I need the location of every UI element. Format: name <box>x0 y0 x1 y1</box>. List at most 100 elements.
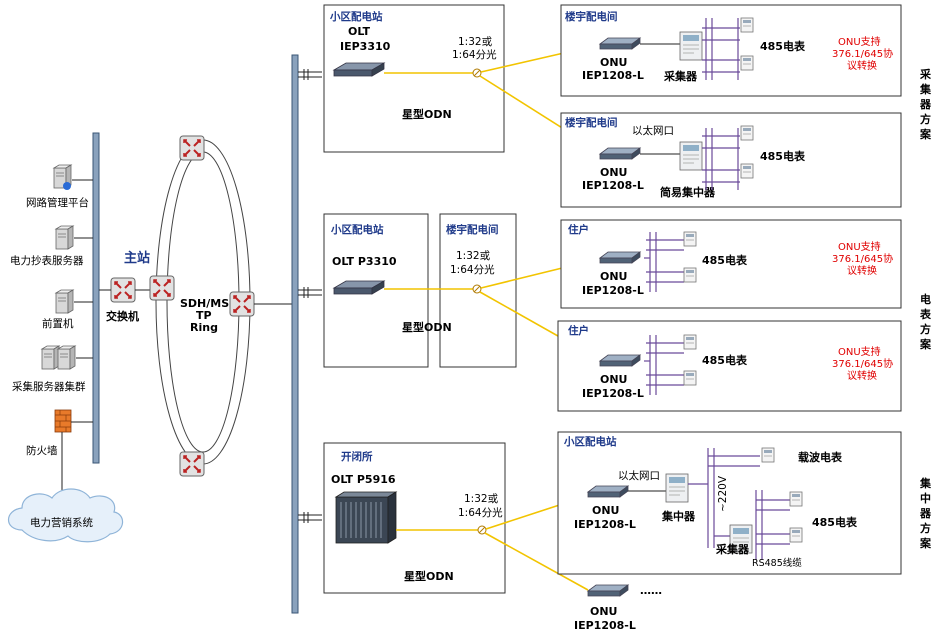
firewall-icon <box>54 409 72 433</box>
s3-split2: 1:64分光 <box>458 506 503 519</box>
s2-mid-title: 楼宇配电间 <box>446 223 499 236</box>
collect-cluster-label: 采集服务器集群 <box>12 380 86 393</box>
s1-olt-label: OLT <box>348 25 371 38</box>
s2-a-title: 住户 <box>568 223 589 236</box>
s3-splitter-icon <box>477 525 487 535</box>
s1-b-meter-icon-2 <box>740 163 754 179</box>
ring-label-1: SDH/MS <box>180 297 229 310</box>
s1-a-red-2: 376.1/645协 <box>832 47 893 60</box>
s1-a-onu-icon <box>599 37 641 50</box>
s1-b-eth: 以太网口 <box>632 124 674 137</box>
s1-station-box <box>323 4 505 153</box>
svg-text:方: 方 <box>920 112 931 126</box>
s3-model2: IEP1208-L <box>574 619 636 632</box>
s2-b-onu: ONU <box>600 373 628 386</box>
firewall-label: 防火墙 <box>26 444 58 457</box>
svg-text:器: 器 <box>919 507 932 520</box>
s2-a-box <box>560 219 902 309</box>
s3-meter-icon-1 <box>789 491 803 507</box>
svg-text:中: 中 <box>920 491 931 505</box>
ring-node-right <box>229 291 255 317</box>
s3-eth: 以太网口 <box>618 469 660 482</box>
front-server-icon <box>55 289 74 314</box>
s1-b-title: 楼宇配电间 <box>565 116 618 129</box>
meter-server-label: 电力抄表服务器 <box>10 254 84 267</box>
svg-text:方: 方 <box>920 521 931 535</box>
s1-a-red-3: 议转换 <box>847 59 877 72</box>
s1-a-model: IEP1208-L <box>582 69 644 82</box>
s1-b-onu-icon <box>599 147 641 160</box>
s1-b-meter-icon-1 <box>740 125 754 141</box>
s1-a-meter-tree <box>702 18 740 80</box>
s3-side-label: 集 中 器 方 案 <box>919 476 932 550</box>
s2-b-red-3: 议转换 <box>847 369 877 382</box>
s2-a-red-2: 376.1/645协 <box>832 252 893 265</box>
switch-icon <box>110 277 136 303</box>
s2-a-model: IEP1208-L <box>582 284 644 297</box>
s2-a-meter-icon-2 <box>683 267 697 283</box>
s1-a-box <box>560 4 902 97</box>
bus-connector-2 <box>298 287 322 298</box>
s3-olt-label: OLT P5916 <box>331 473 396 486</box>
s2-b-onu-icon <box>599 354 641 367</box>
s2-b-model: IEP1208-L <box>582 387 644 400</box>
s2-side-label: 电 表 方 案 <box>919 292 932 351</box>
s1-b-conc-icon <box>679 141 703 171</box>
s1-a-collector: 采集器 <box>663 69 698 83</box>
s1-splitter-icon <box>472 68 482 78</box>
s1-olt-model: IEP3310 <box>340 40 391 53</box>
left-backbone-bus <box>92 132 100 464</box>
s1-b-meter: 485电表 <box>760 149 806 163</box>
s3-onu2: ONU <box>590 605 618 618</box>
s2-a-meter-icon-1 <box>683 231 697 247</box>
s1-station-label: 小区配电站 <box>329 10 383 23</box>
s3-station-label: 开闭所 <box>341 450 373 463</box>
s2-b-meter-icon-1 <box>683 334 697 350</box>
s3-meter485: 485电表 <box>812 515 858 529</box>
svg-text:方: 方 <box>920 322 931 336</box>
nms-server-icon <box>53 164 72 190</box>
s3-onu: ONU <box>592 504 620 517</box>
s3-meter-icon-2 <box>789 527 803 543</box>
ring-label-2: TP <box>196 309 212 322</box>
s2-b-meter: 485电表 <box>702 353 748 367</box>
s1-a-meter-icon-2 <box>740 55 754 71</box>
s2-a-onu-icon <box>599 251 641 264</box>
s1-a-meter: 485电表 <box>760 39 806 53</box>
bus-connector-1 <box>298 69 322 80</box>
s2-a-red-3: 议转换 <box>847 264 877 277</box>
s2-olt-label: OLT P3310 <box>332 255 397 268</box>
s3-ellipsis: …… <box>640 584 662 597</box>
s3-onu2-icon <box>587 584 629 597</box>
s1-a-red-1: ONU支持 <box>838 35 881 48</box>
svg-text:集: 集 <box>919 476 932 490</box>
switch-label: 交换机 <box>106 309 139 323</box>
s3-model: IEP1208-L <box>574 518 636 531</box>
s3-carrier-meter-icon <box>761 447 775 463</box>
s3-conc-icon <box>665 473 689 503</box>
collect-cluster-icon <box>41 345 60 370</box>
svg-text:电: 电 <box>920 292 931 306</box>
s1-a-collector-icon <box>679 31 703 61</box>
s1-a-onu: ONU <box>600 56 628 69</box>
s1-b-meter-tree <box>702 128 740 190</box>
s2-split1: 1:32或 <box>456 250 491 262</box>
s1-b-conc: 简易集中器 <box>660 185 716 199</box>
s2-b-red-2: 376.1/645协 <box>832 357 893 370</box>
s1-b-onu: ONU <box>600 166 628 179</box>
s1-split2: 1:64分光 <box>452 48 497 61</box>
front-label: 前置机 <box>42 317 74 330</box>
s2-a-red-1: ONU支持 <box>838 240 881 253</box>
ring-node-top <box>179 135 205 161</box>
s3-olt-chassis-icon <box>334 491 398 544</box>
s3-right-title: 小区配电站 <box>563 435 617 448</box>
svg-text:器: 器 <box>919 98 932 111</box>
svg-text:采: 采 <box>919 67 932 81</box>
meter-server-icon <box>55 225 74 250</box>
s2-b-meter-icon-2 <box>683 370 697 386</box>
s3-conc: 集中器 <box>661 509 696 523</box>
central-backbone-bus <box>291 54 299 614</box>
svg-text:表: 表 <box>919 307 932 321</box>
s1-b-model: IEP1208-L <box>582 179 644 192</box>
